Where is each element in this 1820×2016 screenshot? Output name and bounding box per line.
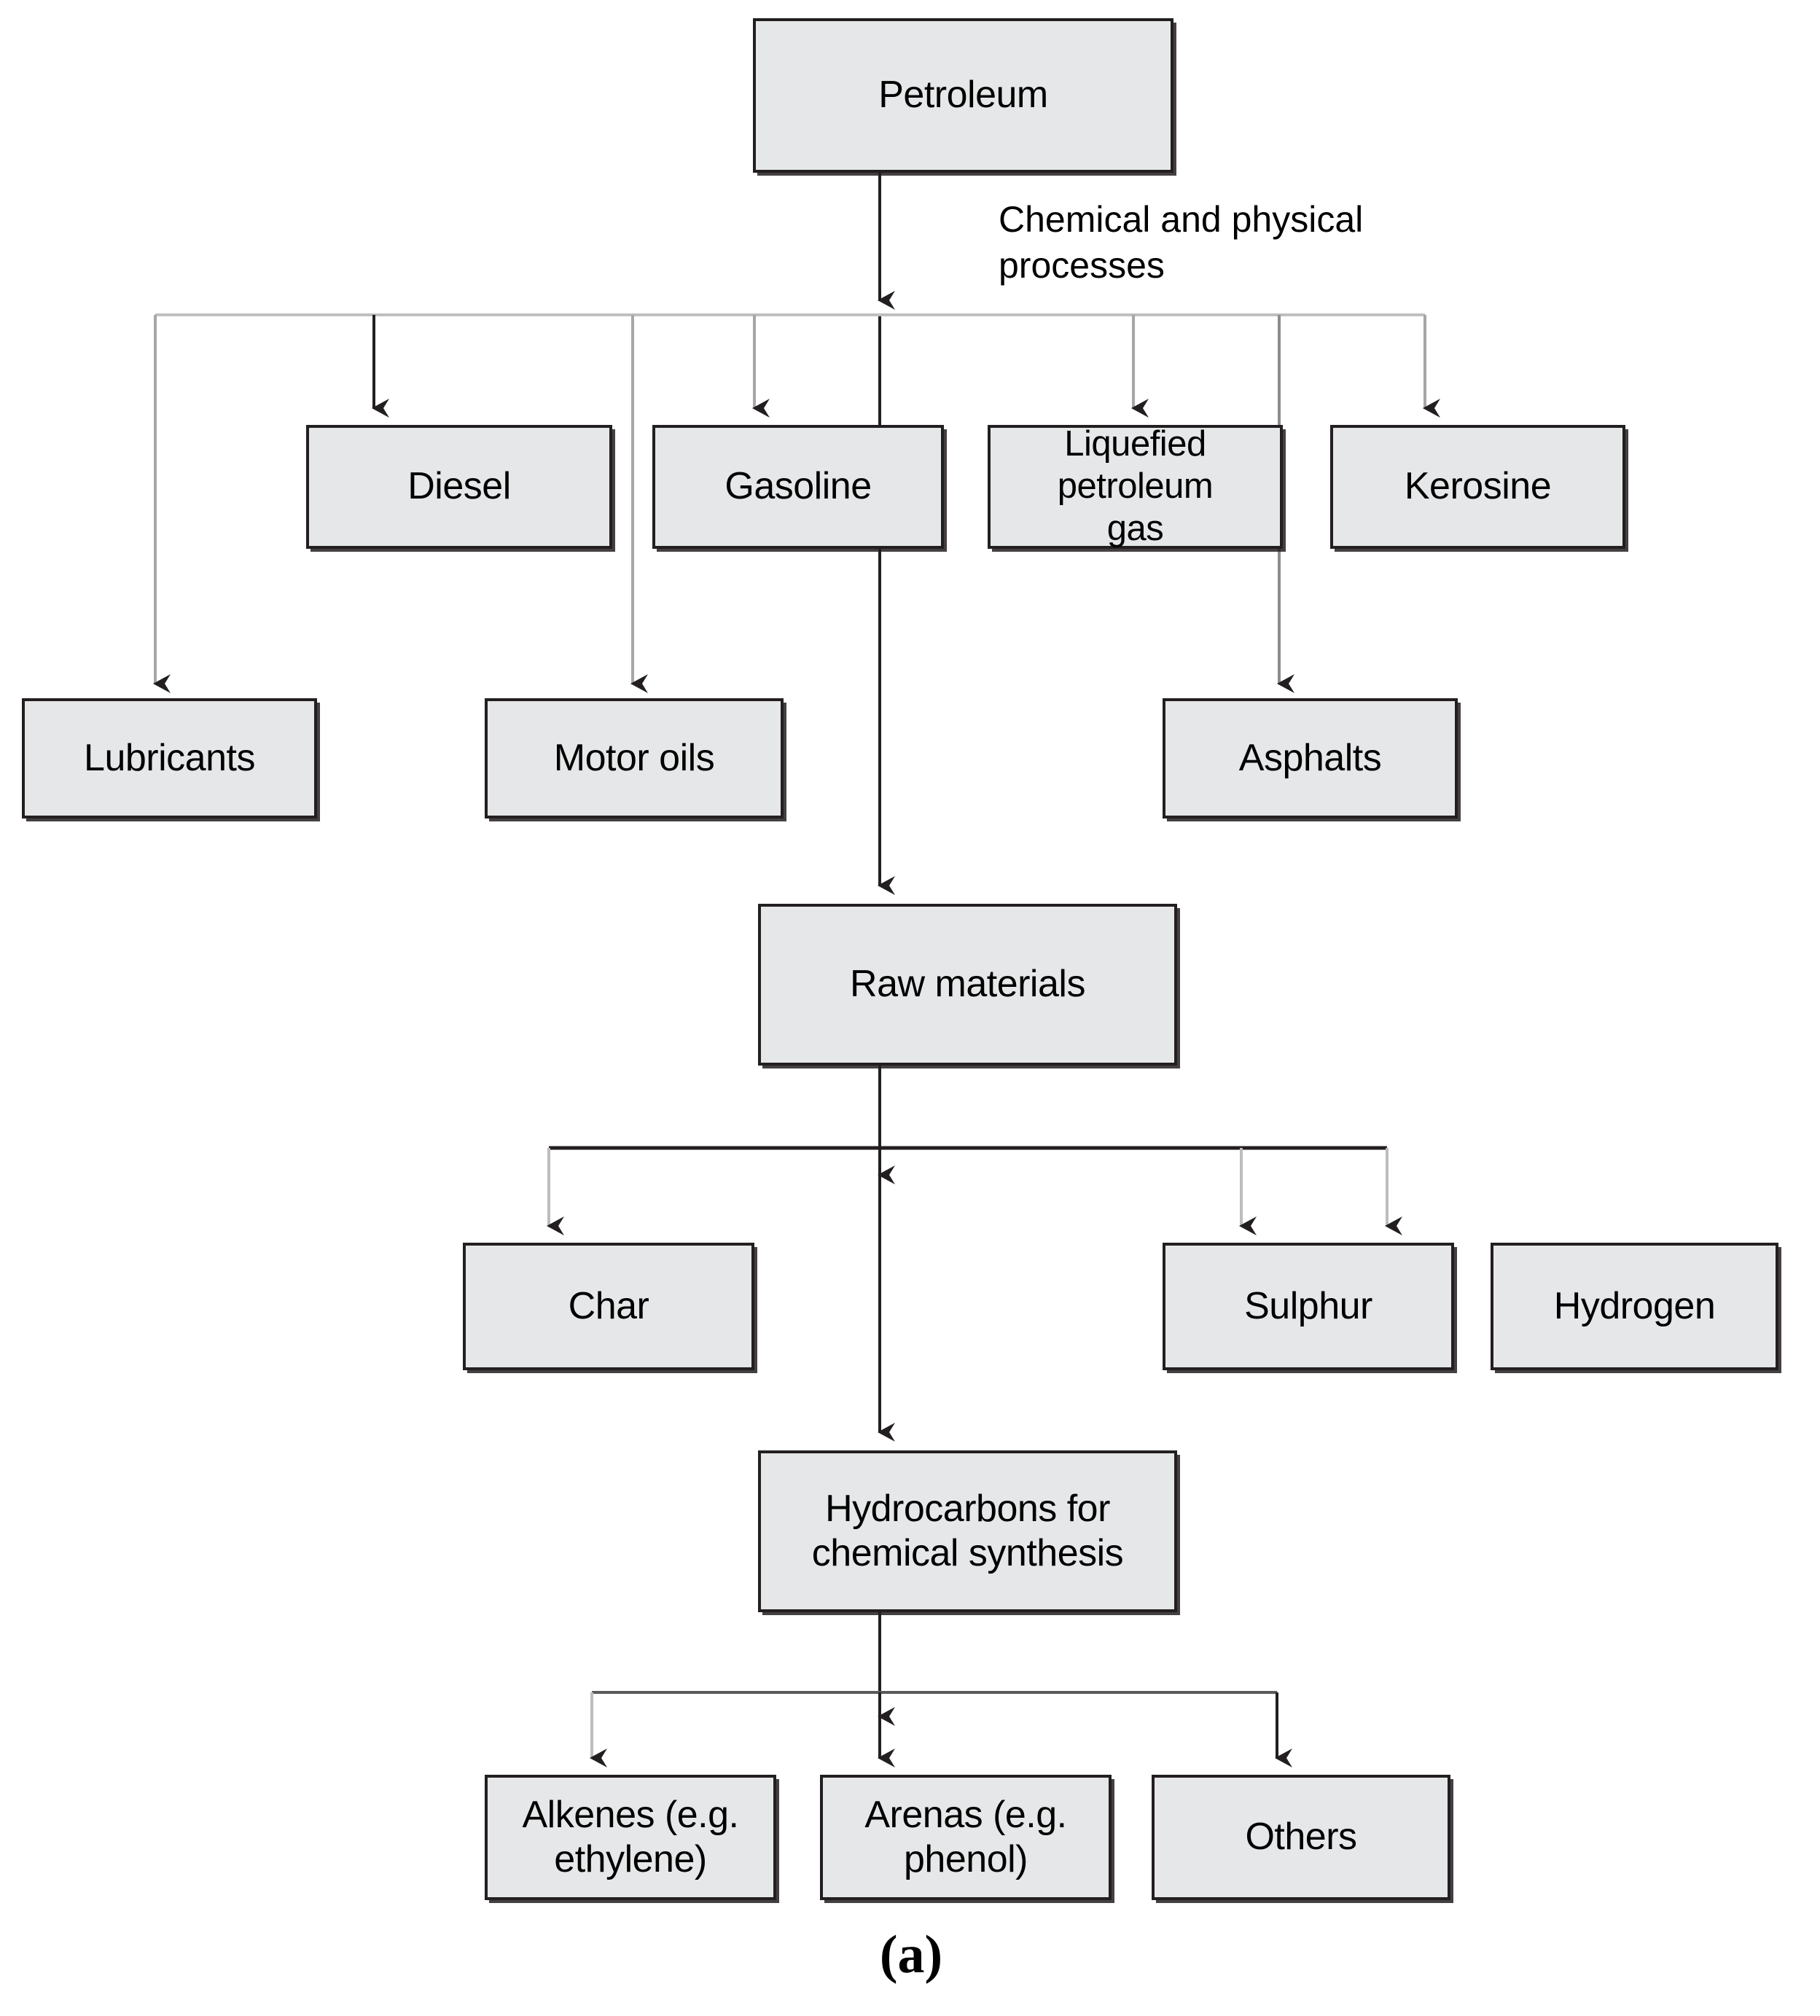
- node-hydrogen[interactable]: Hydrogen: [1491, 1243, 1778, 1370]
- node-liquefied-petroleum-gas[interactable]: Liquefied petroleum gas: [988, 424, 1283, 549]
- node-raw-materials-label: Raw materials: [850, 963, 1085, 1006]
- node-raw-materials[interactable]: Raw materials: [758, 904, 1177, 1066]
- node-kerosine[interactable]: Kerosine: [1330, 425, 1625, 549]
- node-diesel[interactable]: Diesel: [306, 425, 612, 549]
- node-lubricants[interactable]: Lubricants: [22, 698, 317, 818]
- edge-label-processes: Chemical and physical processes: [999, 199, 1364, 286]
- node-petroleum-label: Petroleum: [878, 74, 1048, 117]
- node-alkenes-label: Alkenes (e.g. ethylene): [522, 1793, 740, 1880]
- node-arenas-label: Arenas (e.g. phenol): [864, 1793, 1067, 1880]
- node-motor-oils[interactable]: Motor oils: [485, 698, 784, 818]
- node-motor-oils-label: Motor oils: [553, 736, 715, 779]
- node-hydrocarbons-for-chemical-synthesis[interactable]: Hydrocarbons for chemical synthesis: [758, 1450, 1177, 1612]
- node-hydrocarbons-label: Hydrocarbons for chemical synthesis: [811, 1487, 1124, 1574]
- node-kerosine-label: Kerosine: [1404, 465, 1552, 508]
- node-gasoline[interactable]: Gasoline: [652, 425, 944, 549]
- node-sulphur-label: Sulphur: [1244, 1284, 1372, 1327]
- node-char[interactable]: Char: [463, 1243, 754, 1370]
- node-sulphur[interactable]: Sulphur: [1163, 1243, 1454, 1370]
- node-char-label: Char: [568, 1284, 649, 1327]
- node-diesel-label: Diesel: [407, 465, 511, 508]
- node-alkenes[interactable]: Alkenes (e.g. ethylene): [485, 1775, 776, 1900]
- node-hydrogen-label: Hydrogen: [1553, 1284, 1716, 1327]
- figure-caption: (a): [879, 1925, 943, 1985]
- node-asphalts-label: Asphalts: [1238, 736, 1382, 779]
- node-asphalts[interactable]: Asphalts: [1163, 698, 1458, 818]
- node-others-label: Others: [1245, 1816, 1357, 1859]
- node-lubricants-label: Lubricants: [84, 736, 255, 779]
- node-petroleum[interactable]: Petroleum: [753, 18, 1173, 173]
- node-lpg-label: Liquefied petroleum gas: [1057, 424, 1214, 548]
- node-gasoline-label: Gasoline: [725, 465, 872, 508]
- node-arenas[interactable]: Arenas (e.g. phenol): [820, 1775, 1112, 1900]
- node-others[interactable]: Others: [1152, 1775, 1450, 1900]
